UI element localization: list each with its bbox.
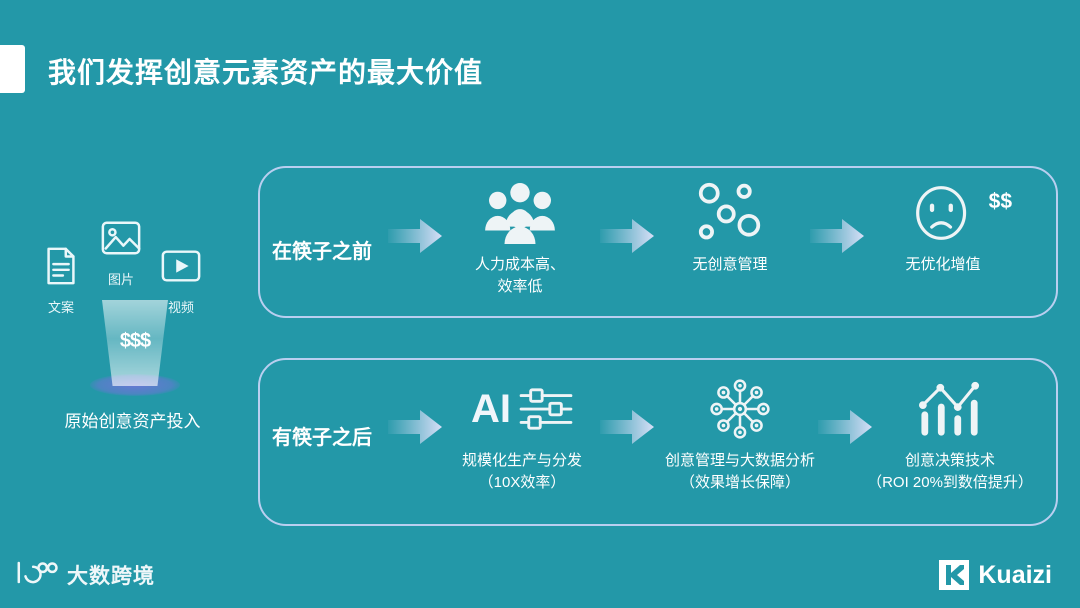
step-before-1: 人力成本高、 效率低 [450,182,590,298]
dashu-logo-icon [14,560,58,590]
step-before-2: 无创意管理 [660,182,800,276]
funnel-cash-label: $$$ [119,330,151,352]
asset-label-video: 视频 [167,300,194,315]
funnel-icon: $$$ [90,300,180,410]
step-caption: 规模化生产与分发 [461,452,582,469]
row-label-after: 有筷子之后 [272,427,372,449]
scattered-gears-icon [691,182,769,244]
sad-face-icon [916,186,967,240]
step-after-3: 创意决策技术 （ROI 20%到数倍提升） [852,378,1048,494]
asset-label-document: 文案 [47,300,74,315]
network-hub-icon [705,378,775,440]
ai-sliders-icon-slot: AI [471,378,573,440]
sliders-icon [519,388,573,430]
step-after-1: AI 规模化生产与分发 （10X效率） [442,378,602,494]
growth-chart-icon [915,378,985,440]
step-after-2: 创意管理与大数据分析 （效果增长保障） [632,378,848,494]
step-caption: 创意管理与大数据分析 [664,452,815,469]
input-cluster-caption: 原始创意资产投入 [64,412,201,431]
document-icon [38,243,84,289]
page-title: 我们发挥创意元素资产的最大价值 [48,57,484,88]
step-subcaption: （效果增长保障） [679,473,800,491]
arrow-right-icon [600,217,656,255]
title-accent-bar [0,45,25,93]
asset-item-document: 文案 [38,243,84,316]
arrow-right-icon [388,217,444,255]
asset-label-image: 图片 [107,272,134,287]
input-asset-cluster: 文案 图片 视频 $$$ [20,215,245,435]
row-label-before: 在筷子之前 [272,241,372,263]
step-caption: 无创意管理 [692,256,768,273]
brand-left-text: 大数跨境 [67,565,155,588]
step-subcaption: （ROI 20%到数倍提升） [867,473,1033,491]
money-badge: $$ [988,190,1012,213]
funnel-body [102,300,168,386]
asset-item-video: 视频 [158,243,204,316]
arrow-right-icon [818,408,874,446]
step-before-3: $$ 无优化增值 [868,182,1018,276]
image-icon [98,215,144,261]
step-caption: 无优化增值 [905,256,981,273]
step-caption: 人力成本高、 [474,256,565,273]
ai-text: AI [471,387,511,431]
video-icon [158,243,204,289]
kuaizi-logo-icon [939,560,970,590]
brand-right-text: Kuaizi [978,560,1052,589]
panel-before-kuaizi [258,166,1058,318]
arrow-right-icon [600,408,656,446]
arrow-right-icon [388,408,444,446]
arrow-right-icon [810,217,866,255]
footer-brand-left: 大数跨境 [14,560,155,590]
step-subcaption: （10X效率） [478,473,566,491]
people-group-icon [481,182,559,244]
step-caption: 创意决策技术 [904,452,995,469]
asset-item-image: 图片 [98,215,144,288]
panel-after-kuaizi [258,358,1058,526]
sad-face-icon-slot: $$ [868,182,1018,244]
footer-brand-right: Kuaizi [939,560,1052,590]
step-subcaption: 效率低 [497,277,543,295]
